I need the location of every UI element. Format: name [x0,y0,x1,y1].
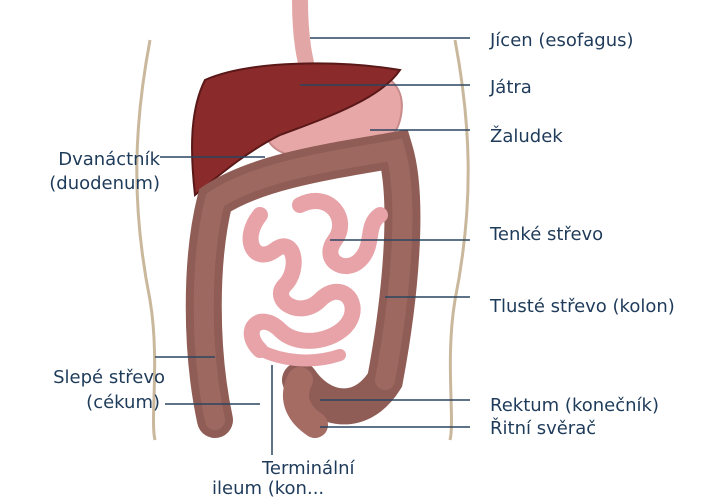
label-terminal-ileum: ileum (kon... [212,478,324,500]
small-intestine-shape [251,201,380,350]
terminal-ileum-shape [260,350,340,360]
label-cekum: (cékum) [0,392,160,414]
label-zaludek: Žaludek [490,126,563,148]
label-ritni-sverac: Řitní svěrač [490,418,596,440]
label-jatra: Játra [490,77,532,99]
label-jicen: Jícen (esofagus) [490,30,634,52]
label-terminalni: Terminální [262,458,354,480]
label-rektum: Rektum (konečník) [490,395,659,417]
label-duodenum: (duodenum) [0,173,160,195]
label-tluste-strevo: Tlusté střevo (kolon) [490,296,675,318]
label-dvanactnik: Dvanáctník [0,149,160,171]
label-tenke-strevo: Tenké střevo [490,224,603,246]
label-slepe-strevo: Slepé střevo [0,367,165,389]
